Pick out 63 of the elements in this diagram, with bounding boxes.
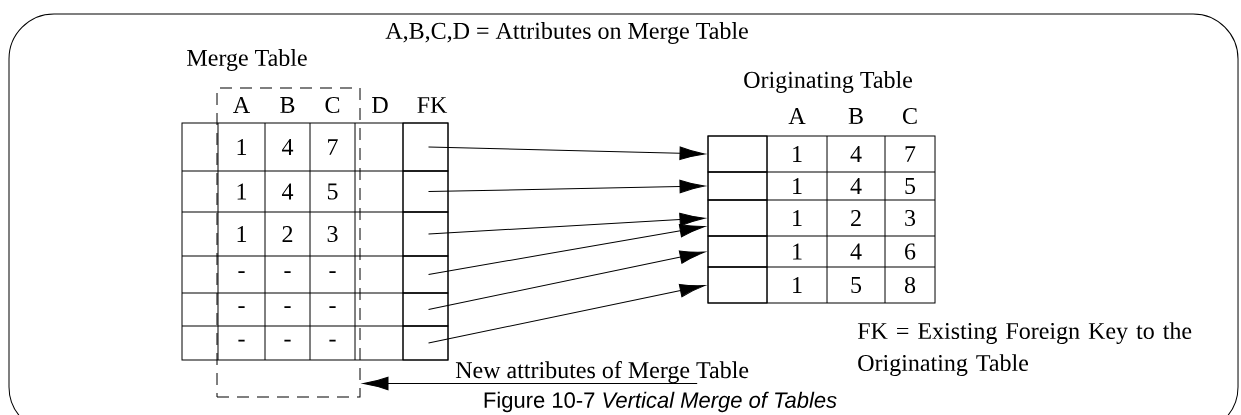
cell-value: 7 [905,146,916,162]
table-cell [707,266,768,304]
cell-value: - [329,339,336,342]
column-header: B [280,97,295,113]
note-text: New attributes of Merge Table [455,361,749,384]
cell-value: 1 [793,146,802,162]
cell-value: 5 [851,277,862,293]
arrow [428,212,705,235]
arrow [428,179,705,194]
cell-value: 1 [237,139,247,155]
cell-value: - [284,271,291,274]
cell-value: 1 [793,243,802,260]
cell-value: 7 [328,139,338,155]
cell-value: 1 [237,183,247,200]
cell-value: 4 [850,146,862,162]
cell-value: 2 [282,226,293,242]
table-cell [402,255,449,294]
cell-value: 1 [237,226,247,242]
cell-value: 6 [905,243,916,260]
cell-value: - [329,271,336,274]
table-cell [402,211,449,257]
cell-value: 5 [327,183,338,200]
table-cell [707,171,768,201]
cell-value: 1 [793,178,802,194]
cell-value: 5 [905,178,916,194]
note-text: FK = Existing Foreign Key to the Originating Table [857,322,1192,377]
cell-value: - [284,339,291,342]
column-header: FK [417,97,448,113]
dashed-box [216,87,361,398]
column-header: D [372,97,388,113]
cell-value: - [284,306,291,309]
column-header: C [903,107,917,125]
cell-value: 2 [851,210,861,226]
cell-value: 8 [904,276,916,294]
heading: A,B,C,D = Attributes on Merge Table [385,22,748,44]
arrow [428,146,705,161]
cell-value: - [329,306,336,309]
column-header: A [233,97,250,113]
arrow [428,283,706,344]
cell-value: - [238,339,245,342]
cell-value: - [238,306,245,309]
cell-value: 1 [793,277,802,293]
cell-value: 4 [282,183,294,200]
cell-value: - [238,271,245,274]
arrow [428,224,705,275]
table-cell [707,135,768,173]
column-header: B [848,108,863,124]
table-cell [707,199,768,237]
table-cell [402,292,449,327]
table-cell [707,235,768,268]
table-cell [402,325,449,361]
cell-value: 4 [850,178,862,194]
table-cell [402,122,449,172]
table-cell [402,170,449,213]
arrow [428,250,706,310]
cell-value: 1 [793,210,802,226]
caption: Figure 10-7 Vertical Merge of Tables [484,391,837,413]
column-header: C [325,96,340,114]
cell-value: 3 [327,225,338,243]
column-header: A [788,108,806,124]
cell-value: 4 [282,139,294,155]
cell-value: 3 [905,209,916,227]
cell-value: 4 [850,243,862,260]
